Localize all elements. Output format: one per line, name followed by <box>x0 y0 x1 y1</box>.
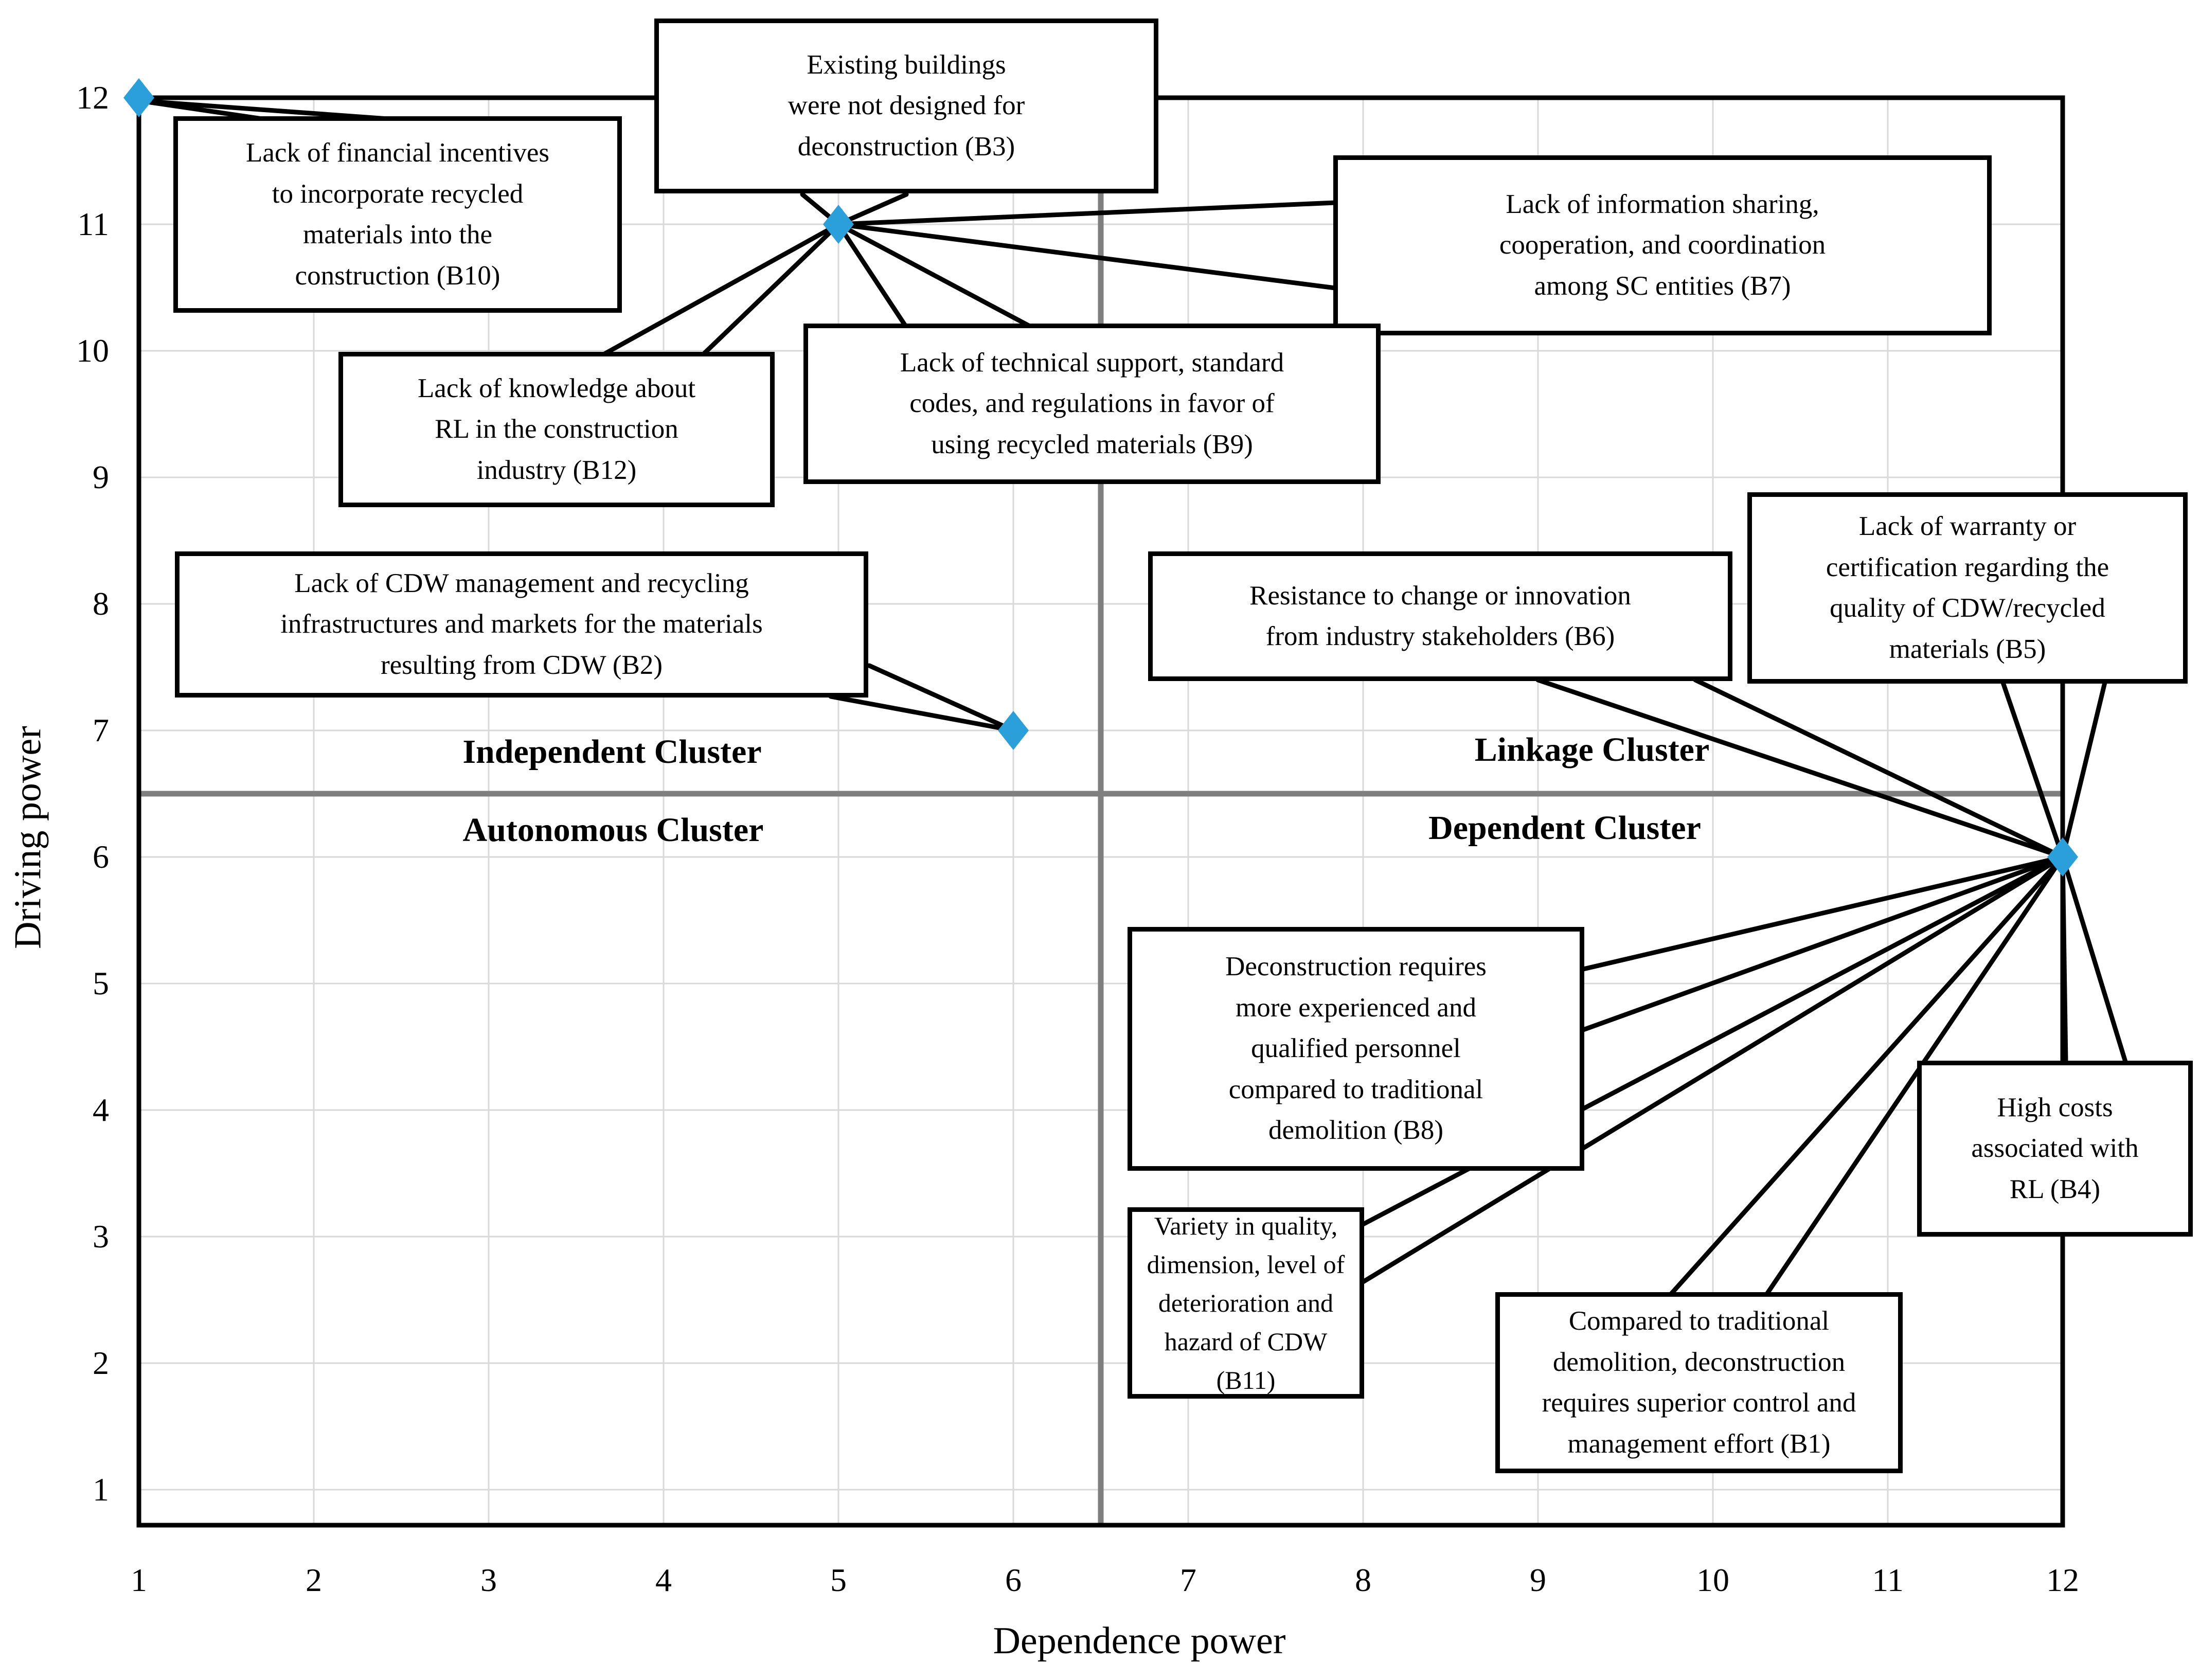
marker-point-1-12 <box>123 78 154 117</box>
quadrant-label-autonomous: Autonomous Cluster <box>462 811 764 849</box>
y-tick-1: 1 <box>93 1471 109 1508</box>
marker-point-5-11 <box>823 205 854 244</box>
callout-b5: Lack of warranty or certification regard… <box>1747 492 2188 684</box>
x-tick-1: 1 <box>131 1562 147 1598</box>
data-points <box>123 78 2078 877</box>
callout-b9: Lack of technical support, standard code… <box>803 324 1381 484</box>
callout-b6: Resistance to change or innovation from … <box>1148 551 1732 681</box>
x-tick-12: 12 <box>2046 1562 2079 1598</box>
x-tick-2: 2 <box>306 1562 322 1598</box>
x-tick-6: 6 <box>1005 1562 1022 1598</box>
callout-b7: Lack of information sharing, cooperation… <box>1333 155 1992 335</box>
x-tick-11: 11 <box>1872 1562 1904 1598</box>
y-tick-9: 9 <box>93 459 109 495</box>
quadrant-label-linkage: Linkage Cluster <box>1474 731 1710 768</box>
x-tick-9: 9 <box>1530 1562 1546 1598</box>
y-tick-5: 5 <box>93 965 109 1002</box>
x-tick-10: 10 <box>1696 1562 1729 1598</box>
x-tick-4: 4 <box>655 1562 672 1598</box>
x-tick-7: 7 <box>1180 1562 1196 1598</box>
callout-b1: Compared to traditional demolition, deco… <box>1495 1292 1903 1473</box>
y-tick-8: 8 <box>93 585 109 622</box>
y-tick-3: 3 <box>93 1218 109 1255</box>
callout-b3: Existing buildings were not designed for… <box>654 19 1158 193</box>
y-tick-6: 6 <box>93 838 109 875</box>
x-tick-3: 3 <box>480 1562 497 1598</box>
x-tick-8: 8 <box>1355 1562 1371 1598</box>
y-tick-10: 10 <box>76 332 109 369</box>
x-axis-title: Dependence power <box>993 1620 1286 1662</box>
callout-b11: Variety in quality, dimension, level of … <box>1128 1207 1364 1399</box>
marker-point-6-7 <box>998 711 1029 750</box>
callout-b4: High costs associated with RL (B4) <box>1917 1061 2193 1237</box>
y-tick-12: 12 <box>76 79 109 116</box>
marker-point-12-6 <box>2047 837 2078 877</box>
y-tick-2: 2 <box>93 1345 109 1381</box>
callout-b10: Lack of financial incentives to incorpor… <box>173 116 622 313</box>
callout-leader-lines <box>137 98 2128 1296</box>
y-axis-title: Driving power <box>7 726 49 949</box>
callout-b12: Lack of knowledge about RL in the constr… <box>338 352 775 507</box>
y-tick-7: 7 <box>93 712 109 748</box>
quadrant-label-independent: Independent Cluster <box>462 733 762 771</box>
quadrant-label-dependent: Dependent Cluster <box>1428 809 1701 847</box>
x-tick-5: 5 <box>830 1562 847 1598</box>
y-tick-11: 11 <box>77 206 109 242</box>
callout-b2: Lack of CDW management and recycling inf… <box>175 551 868 698</box>
y-tick-4: 4 <box>93 1092 109 1128</box>
callout-b8: Deconstruction requires more experienced… <box>1128 927 1584 1171</box>
